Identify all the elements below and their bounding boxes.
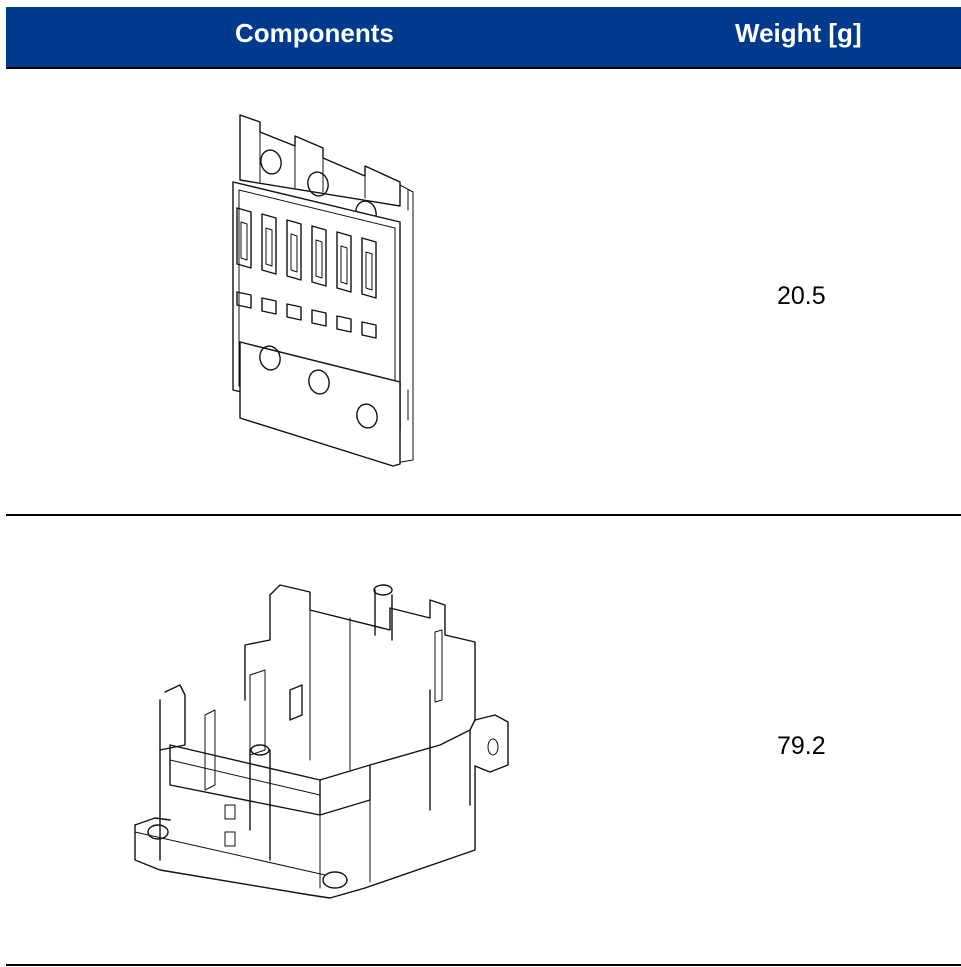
- components-column-header: Components: [235, 18, 394, 48]
- row-divider: [6, 514, 961, 516]
- weight-value: 20.5: [777, 282, 826, 310]
- row-divider: [6, 964, 961, 966]
- table-header: Components Weight [g]: [6, 7, 961, 69]
- housing-base-drawing: [134, 584, 509, 899]
- terminal-cover-plate-drawing: [232, 114, 414, 467]
- weight-column-header: Weight [g]: [735, 18, 862, 48]
- weight-value: 79.2: [777, 732, 826, 760]
